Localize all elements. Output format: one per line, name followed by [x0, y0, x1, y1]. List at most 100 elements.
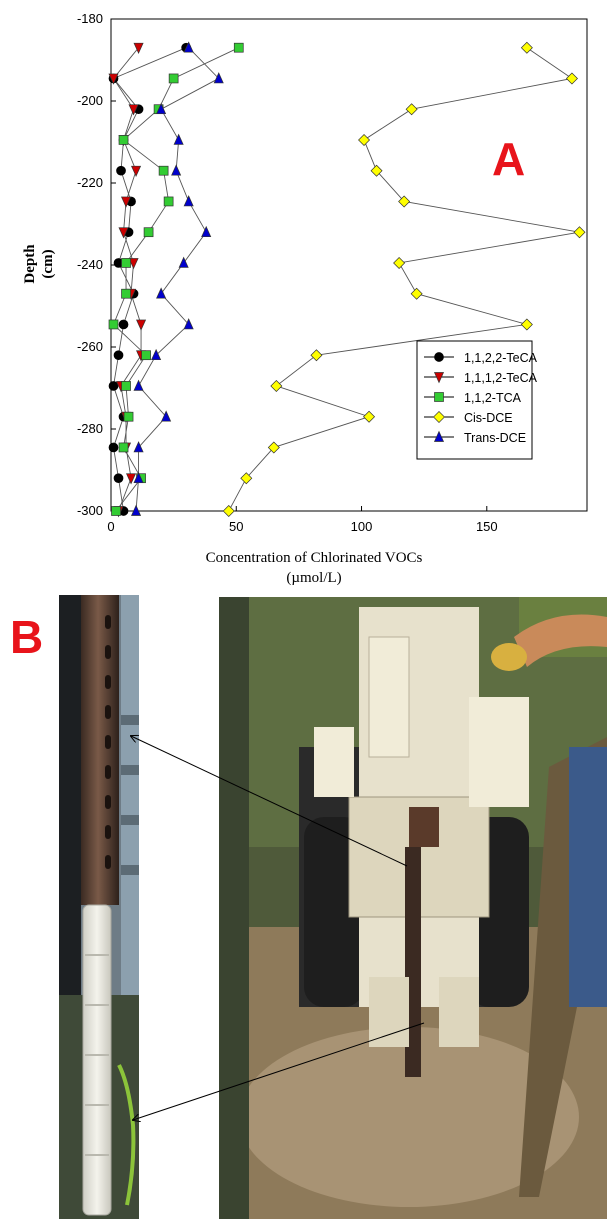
series-line-1-1-1-2-teca: [112, 47, 142, 512]
data-point-cis-dce: [270, 379, 283, 392]
tick-labels: 0 50 100 150 -180 -200 -220 -240 -260 -280 -300: [77, 11, 498, 534]
x-axis-unit-label: (µmol/L): [286, 570, 341, 586]
data-point-trans-dce: [183, 318, 194, 330]
data-point-1-1-1-2-teca: [128, 104, 139, 116]
legend-label-1-1-1-2-teca: 1,1,1,2-TeCA: [464, 371, 538, 385]
data-point-1-1-2-tca: [111, 506, 121, 516]
series-line-cis-dce: [228, 47, 580, 512]
data-point-cis-dce: [310, 349, 323, 362]
data-point-cis-dce: [405, 103, 418, 116]
data-point-cis-dce: [370, 164, 383, 177]
data-point-cis-dce: [393, 256, 406, 269]
data-point-trans-dce: [178, 256, 189, 268]
data-point-trans-dce: [173, 133, 184, 145]
data-point-trans-dce: [133, 379, 144, 391]
data-point-cis-dce: [363, 410, 376, 423]
data-point-1-1-2-tca: [168, 73, 179, 84]
data-point-1-1-2-tca: [121, 381, 131, 391]
data-point-trans-dce: [133, 441, 144, 453]
data-point-1-1-2-tca: [118, 135, 129, 145]
data-point-trans-dce: [131, 504, 142, 516]
y-axis-unit-label: (cm): [40, 249, 56, 278]
legend-label-cis-dce: Cis-DCE: [464, 411, 513, 425]
data-point-cis-dce: [398, 195, 411, 208]
y-tick-label: -280: [77, 421, 103, 436]
data-point-trans-dce: [183, 41, 194, 53]
series-line-1-1-2-tca: [112, 47, 239, 512]
data-point-cis-dce: [240, 472, 253, 485]
x-tick-label: 50: [229, 519, 243, 534]
data-point-trans-dce: [201, 225, 212, 238]
data-point-1-1-2-2-teca: [113, 473, 124, 484]
data-point-cis-dce: [520, 318, 533, 331]
data-point-trans-dce: [151, 348, 162, 361]
x-axis-label: Concentration of Chlorinated VOCs: [206, 550, 423, 566]
data-point-1-1-1-2-teca: [126, 473, 137, 485]
data-point-1-1-1-2-teca: [120, 196, 132, 208]
series-line-trans-dce: [135, 47, 220, 512]
data-point-1-1-2-tca: [118, 442, 129, 453]
photo-sampling-tube: [59, 595, 139, 1219]
data-point-1-1-2-2-teca: [116, 165, 126, 176]
legend-marker-1-1-1-2-teca: [433, 372, 445, 384]
y-tick-label: -200: [77, 93, 103, 108]
data-point-1-1-2-tca: [141, 350, 151, 361]
data-point-1-1-1-2-teca: [136, 319, 147, 331]
data-point-trans-dce: [183, 195, 194, 207]
y-axis-label: Depth: [22, 244, 38, 284]
legend-label-1-1-2-2-teca: 1,1,2,2-TeCA: [464, 351, 538, 365]
panel-label-a: A: [492, 133, 526, 185]
data-point-trans-dce: [213, 72, 224, 84]
y-tick-label: -300: [77, 503, 103, 518]
data-point-1-1-1-2-teca: [128, 258, 139, 270]
data-point-cis-dce: [222, 505, 235, 517]
photo-drilling-rig: [219, 597, 607, 1219]
legend-label-1-1-2-tca: 1,1,2-TCA: [464, 391, 522, 405]
data-point-1-1-2-2-teca: [108, 381, 119, 391]
data-point-1-1-2-tca: [233, 42, 244, 53]
data-point-1-1-1-2-teca: [108, 73, 119, 85]
data-point-cis-dce: [520, 41, 533, 54]
y-tick-label: -260: [77, 339, 103, 354]
y-tick-label: -180: [77, 11, 103, 26]
x-tick-label: 150: [476, 519, 498, 534]
data-point-1-1-2-tca: [108, 319, 119, 330]
data-point-cis-dce: [358, 133, 371, 146]
data-point-cis-dce: [565, 72, 578, 85]
x-tick-label: 100: [351, 519, 373, 534]
data-point-1-1-1-2-teca: [133, 42, 144, 55]
data-point-1-1-2-tca: [121, 258, 131, 268]
data-point-cis-dce: [573, 226, 586, 239]
x-tick-label: 0: [107, 519, 114, 534]
series-lines: [112, 47, 580, 512]
data-point-1-1-2-tca: [158, 165, 169, 176]
legend-label-trans-dce: Trans-DCE: [464, 431, 526, 445]
data-point-trans-dce: [156, 287, 167, 299]
data-point-1-1-2-2-teca: [108, 442, 119, 453]
data-point-1-1-2-2-teca: [113, 350, 124, 361]
data-point-1-1-2-2-teca: [118, 319, 129, 330]
legend-marker-1-1-2-2-teca: [434, 352, 444, 362]
legend: 1,1,2,2-TeCA 1,1,1,2-TeCA 1,1,2-TCA Cis-DCE…: [416, 340, 538, 460]
y-tick-label: -240: [77, 257, 103, 272]
data-point-1-1-1-2-teca: [118, 227, 129, 239]
legend-marker-cis-dce: [433, 411, 445, 423]
data-point-cis-dce: [410, 287, 423, 300]
axes: [110, 18, 588, 512]
legend-marker-trans-dce: [433, 430, 445, 442]
data-point-cis-dce: [267, 441, 280, 454]
data-point-1-1-2-tca: [163, 196, 174, 207]
data-point-1-1-2-tca: [121, 288, 131, 299]
legend-marker-1-1-2-tca: [434, 392, 444, 402]
data-point-1-1-2-tca: [143, 227, 154, 238]
data-point-1-1-1-2-teca: [131, 165, 142, 178]
data-point-trans-dce: [161, 410, 172, 422]
y-tick-label: -220: [77, 175, 103, 190]
chart: 0 50 100 150 -180 -200 -220 -240 -260 -280 -300 Co…: [22, 11, 588, 586]
data-point-trans-dce: [133, 471, 144, 484]
data-point-trans-dce: [171, 164, 182, 176]
data-point-trans-dce: [156, 102, 167, 115]
data-point-1-1-2-tca: [123, 411, 134, 422]
series-marks: [108, 41, 586, 518]
panel-label-b: B: [10, 611, 44, 663]
